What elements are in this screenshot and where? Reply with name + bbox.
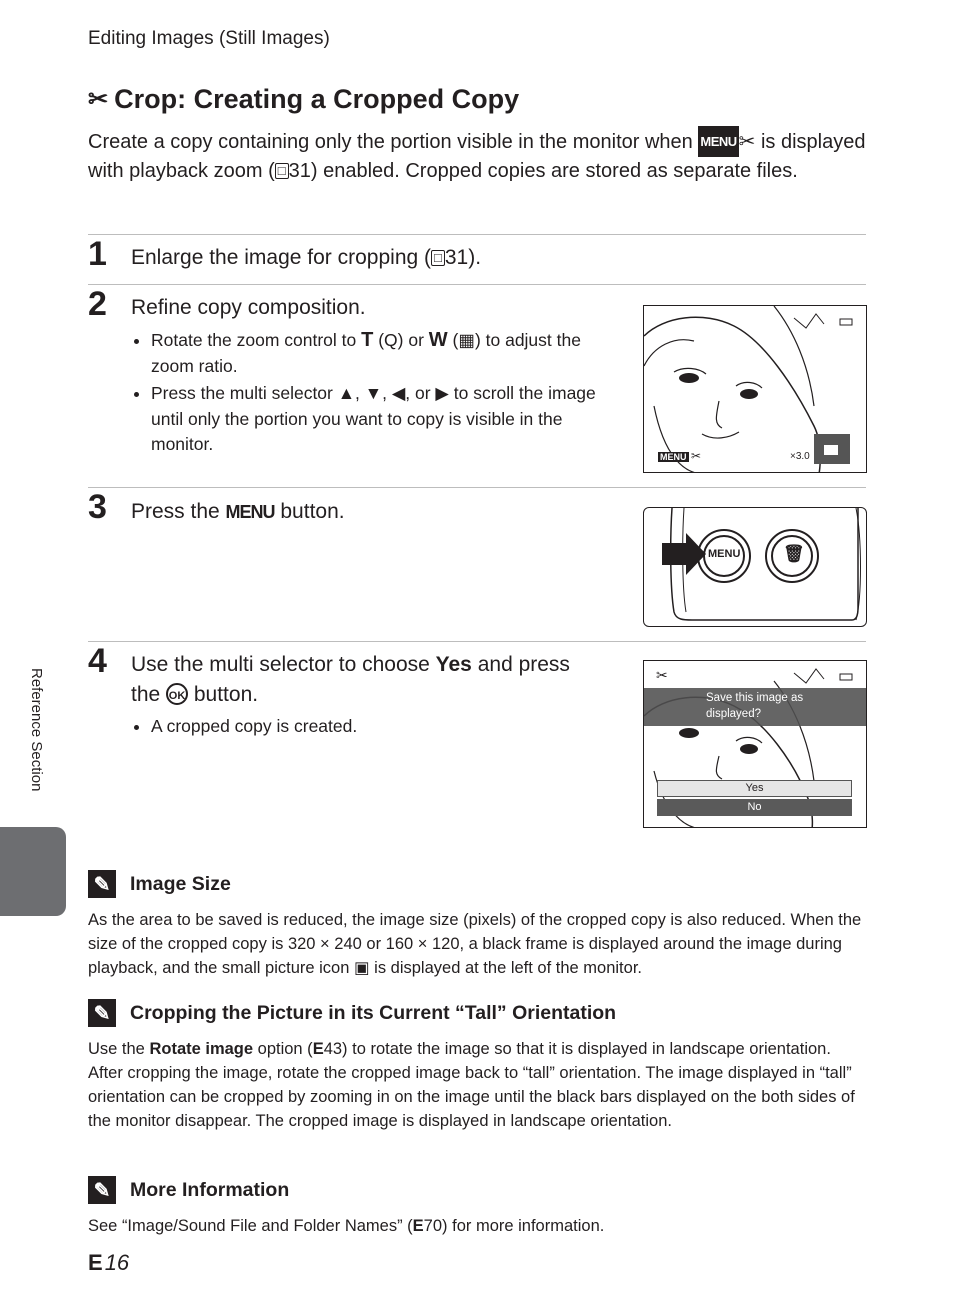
step-text-part: Press the <box>131 500 226 523</box>
note-title: Cropping the Picture in its Current “Tal… <box>130 1001 617 1024</box>
reference-e-icon: E <box>88 1250 103 1275</box>
confirm-prompt: Save this image as displayed? <box>644 688 866 726</box>
intro-text: is displayed with playback zoom ( <box>88 131 866 182</box>
pencil-icon: ✎ <box>88 999 116 1027</box>
note-body: As the area to be saved is reduced, the … <box>88 908 868 980</box>
page-ref-icon: □ <box>274 163 289 179</box>
reference-e-icon: E <box>412 1217 424 1235</box>
bullet-text: Rotate the zoom control to <box>151 330 362 350</box>
thumbnail-grid-icon: ▦ <box>458 330 475 350</box>
step-number: 2 <box>88 285 107 323</box>
scissors-icon: ✂ <box>88 86 109 113</box>
step-text-part: and press the <box>131 653 570 706</box>
step-text: Refine copy composition. <box>131 296 366 319</box>
note-body: See “Image/Sound File and Folder Names” … <box>88 1214 868 1238</box>
divider <box>88 641 866 642</box>
reference-e-icon: E <box>312 1040 324 1058</box>
side-section-label: Reference Section <box>28 668 45 792</box>
intro-paragraph: Create a copy containing only the portio… <box>88 126 868 186</box>
step-text: Press the MENU button. <box>131 497 345 527</box>
confirm-dialog-illustration: ✂ Save this image as displayed? Yes No <box>643 660 867 828</box>
scissors-icon: ✂ <box>691 449 702 463</box>
prompt-line: Save this image as <box>706 692 804 704</box>
note-title: More Information <box>130 1178 290 1201</box>
step-bullets: Rotate the zoom control to T (Q) or W (▦… <box>131 328 626 460</box>
note-text: As the area to be saved is reduced, the … <box>88 911 862 977</box>
scissors-icon: ✂ <box>738 131 756 153</box>
trash-icon: 🗑 <box>783 544 805 563</box>
bullet-text: ( <box>447 330 459 350</box>
intro-text: 31) enabled. Cropped copies are stored a… <box>288 160 798 182</box>
zoom-ratio: ×3.0 <box>790 451 810 462</box>
step-text-part: 31). <box>444 246 482 269</box>
zoom-w-label: W <box>428 329 448 351</box>
option-no[interactable]: No <box>657 799 852 816</box>
pencil-icon: ✎ <box>88 1176 116 1204</box>
step-text-part: button. <box>274 500 345 523</box>
note-text: 70) for more information. <box>423 1217 605 1235</box>
menu-button-label: MENU <box>708 548 741 560</box>
note-text: 43) to rotate the image so that it is di… <box>88 1040 855 1130</box>
menu-glyph: MENU <box>225 502 276 522</box>
bullet-text: ) or <box>397 330 429 350</box>
step-text-part: Use the multi selector to choose <box>131 653 436 676</box>
note-text: option ( <box>253 1040 313 1058</box>
note-text: Use the <box>88 1040 150 1058</box>
page-number: 16 <box>104 1250 130 1275</box>
intro-text: Create a copy containing only the portio… <box>88 131 699 153</box>
step-bullets: A cropped copy is created. <box>131 714 621 742</box>
divider <box>88 284 866 285</box>
page-ref-icon: □ <box>431 250 445 266</box>
step-number: 3 <box>88 488 107 526</box>
face-drawing <box>644 306 853 472</box>
divider <box>88 487 866 488</box>
bullet-text: to scroll the image until only the porti… <box>151 383 596 454</box>
note-body: Use the Rotate image option (E43) to rot… <box>88 1037 868 1133</box>
note-text: See “Image/Sound File and Folder Names” … <box>88 1217 413 1235</box>
menu-icon: MENU <box>698 126 739 157</box>
note-heading: ✎ More Information <box>88 1176 289 1204</box>
step-text: Use the multi selector to choose Yes and… <box>131 650 601 710</box>
small-picture-icon: ▣ <box>353 959 370 977</box>
bullet-text: Press the multi selector <box>151 383 338 403</box>
camera-buttons-illustration: MENU 🗑 <box>643 507 867 627</box>
bullet-item: Press the multi selector ▲, ▼, ◀, or ▶ t… <box>151 381 626 458</box>
zoom-t-label: T <box>361 329 374 351</box>
menu-icon: MENU <box>658 452 689 462</box>
note-text: is displayed at the left of the monitor. <box>369 959 642 977</box>
divider <box>88 234 866 235</box>
note-heading: ✎ Image Size <box>88 870 231 898</box>
option-yes[interactable]: Yes <box>657 780 852 797</box>
note-title: Image Size <box>130 872 231 895</box>
side-tab-marker <box>0 827 66 916</box>
step-text: Enlarge the image for cropping (□31). <box>131 243 481 273</box>
step-number: 4 <box>88 642 107 680</box>
magnifier-icon: Q <box>384 330 398 350</box>
pencil-icon: ✎ <box>88 870 116 898</box>
bullet-text: ( <box>373 330 385 350</box>
yes-label: Yes <box>435 653 472 676</box>
step-number: 1 <box>88 235 107 273</box>
bullet-item: A cropped copy is created. <box>151 714 621 740</box>
ok-button-icon: OK <box>166 683 189 705</box>
camera-body-drawing <box>662 508 861 621</box>
note-heading: ✎ Cropping the Picture in its Current “T… <box>88 999 616 1027</box>
arrow-icons: ▲, ▼, ◀, or ▶ <box>337 383 449 403</box>
page-footer: E 16 <box>88 1250 129 1276</box>
step-text-part: Enlarge the image for cropping ( <box>131 246 431 269</box>
zoomed-playback-illustration: MENU ✂ ×3.0 <box>643 305 867 473</box>
scissors-icon: ✂ <box>656 667 668 683</box>
bullet-text: ) to adjust the zoom ratio. <box>151 330 581 376</box>
prompt-line: displayed? <box>706 708 761 720</box>
section-title: ✂ Crop: Creating a Cropped Copy <box>88 84 519 115</box>
section-title-text: Crop: Creating a Cropped Copy <box>114 84 520 114</box>
rotate-image-label: Rotate image <box>149 1040 254 1058</box>
running-header: Editing Images (Still Images) <box>88 28 330 49</box>
bullet-item: Rotate the zoom control to T (Q) or W (▦… <box>151 328 626 379</box>
step-text-part: button. <box>188 683 259 706</box>
